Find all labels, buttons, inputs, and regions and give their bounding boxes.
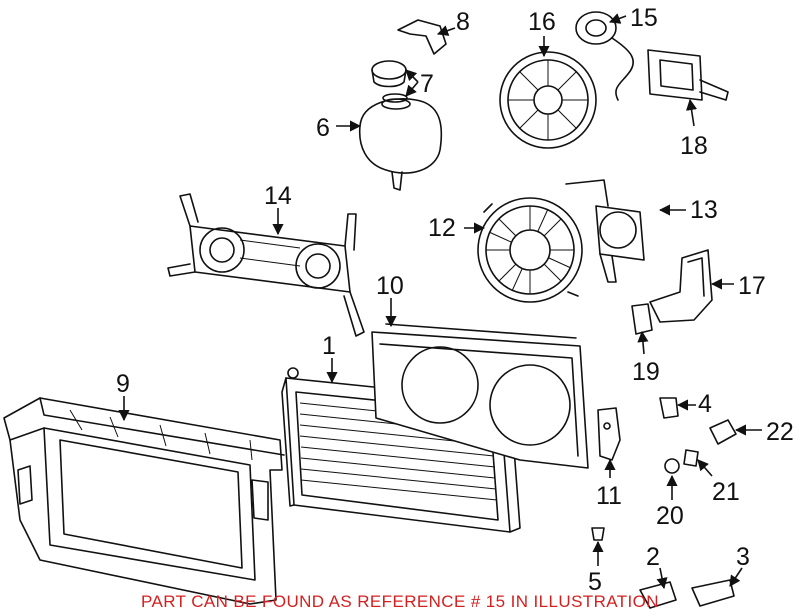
- cooling-fan-blade: [499, 51, 597, 149]
- callout-13: 13: [690, 196, 718, 224]
- callout-14: 14: [264, 182, 292, 210]
- callout-18: 18: [680, 132, 708, 160]
- callout-5: 5: [588, 568, 602, 596]
- callout-3: 3: [736, 543, 750, 571]
- callout-20: 20: [656, 502, 684, 530]
- reference-note: PART CAN BE FOUND AS REFERENCE # 15 IN I…: [141, 592, 659, 611]
- upper-hose-bracket: [691, 579, 735, 607]
- callout-8: 8: [456, 8, 470, 36]
- callout-16: 16: [528, 8, 556, 36]
- leader-arrows: [118, 13, 762, 590]
- fan-motor-bracket: [565, 179, 645, 283]
- reservoir-cap: [371, 60, 408, 103]
- callout-9: 9: [116, 370, 130, 398]
- temperature-sensor: [709, 419, 737, 445]
- callout-21: 21: [712, 478, 740, 506]
- air-duct: [649, 249, 713, 323]
- callout-labels: 1 2 3 4 5 6 7 8 9 10 11 12 13 14 15 16 1…: [116, 4, 794, 596]
- radiator-mount-bracket: [597, 407, 621, 461]
- sensor-plug: [664, 449, 699, 474]
- callout-11: 11: [596, 482, 622, 510]
- reservoir-bracket: [397, 19, 447, 55]
- wiring-connector: [631, 303, 653, 335]
- fan-motor: [575, 11, 634, 101]
- callout-6: 6: [316, 114, 330, 142]
- callout-12: 12: [428, 214, 456, 242]
- callout-1: 1: [322, 332, 336, 360]
- fan-control-module: [647, 49, 729, 101]
- callout-15: 15: [630, 4, 658, 32]
- radiator-support-panel: [3, 397, 285, 605]
- fan-bracket: [167, 193, 365, 337]
- callout-7: 7: [420, 70, 434, 98]
- callout-2: 2: [646, 543, 660, 571]
- coolant-switch: [659, 397, 679, 419]
- callout-19: 19: [632, 358, 660, 386]
- callout-17: 17: [738, 272, 766, 300]
- bolt: [591, 527, 605, 541]
- electric-fan: [477, 197, 583, 303]
- callout-4: 4: [698, 390, 712, 418]
- coolant-reservoir: [358, 98, 443, 191]
- callout-22: 22: [766, 418, 794, 446]
- fan-shroud: [371, 323, 589, 469]
- callout-10: 10: [376, 272, 404, 300]
